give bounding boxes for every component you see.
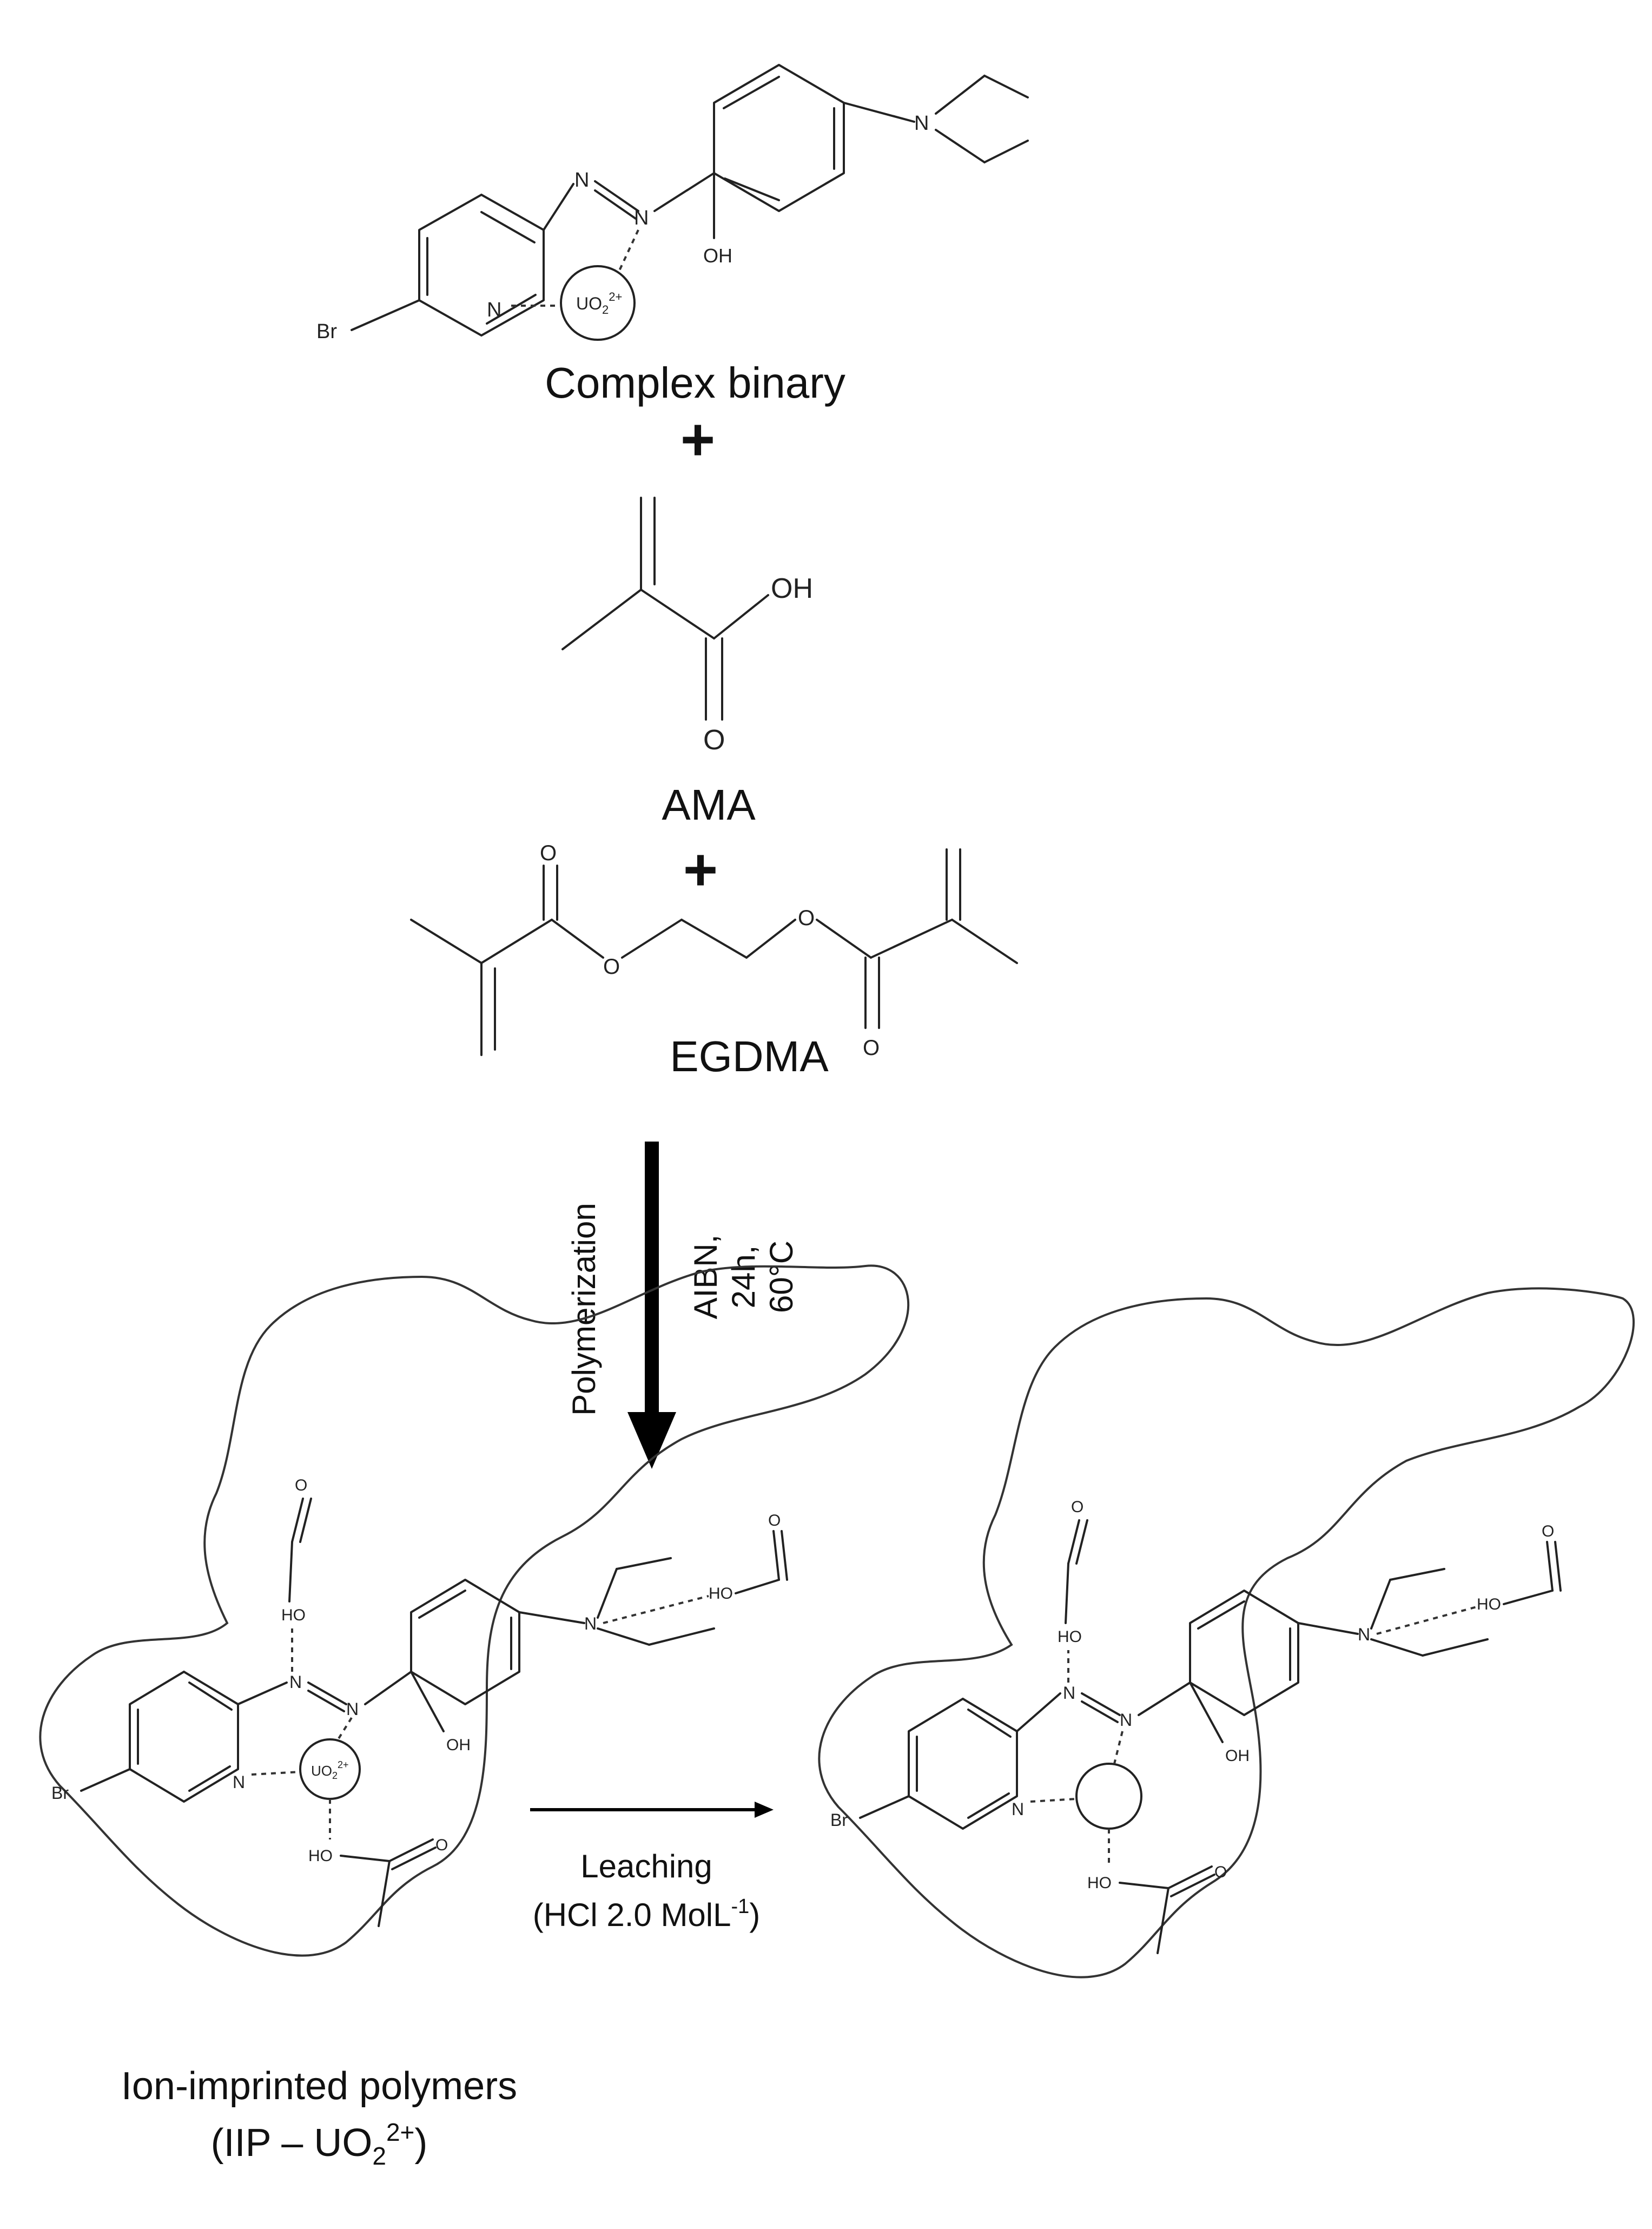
- right-azo-n1-label: N: [1063, 1683, 1075, 1703]
- condition-aibn: AIBN,: [688, 1235, 724, 1320]
- iip-label-line1: Ion-imprinted polymers: [121, 2065, 517, 2108]
- egdma-o1-label: O: [540, 841, 557, 865]
- right-bottom-ho-label: HO: [1087, 1874, 1112, 1892]
- left-top-ho-label: HO: [281, 1606, 306, 1624]
- egdma-o3-label: O: [798, 906, 815, 930]
- egdma-structure: O O O O: [410, 841, 1018, 1060]
- egdma-o2-label: O: [603, 955, 620, 979]
- amine-n-label: N: [914, 112, 929, 135]
- polymer-cavity-outline-right: [818, 1287, 1635, 1979]
- ama-structure: OH O: [561, 497, 813, 756]
- right-amine-o-label: O: [1542, 1522, 1554, 1540]
- left-amine-ho-label: HO: [709, 1585, 733, 1602]
- ama-label: AMA: [662, 781, 756, 829]
- phenol-oh-label: OH: [703, 245, 732, 267]
- right-pyridine-n-label: N: [1012, 1799, 1024, 1819]
- left-amine-n-label: N: [584, 1614, 597, 1633]
- left-pyridine-n-label: N: [233, 1772, 245, 1792]
- leaching-arrow: [530, 1802, 774, 1818]
- left-uranyl-label: UO22+: [311, 1759, 349, 1781]
- egdma-o4-label: O: [863, 1036, 880, 1060]
- ama-o-label: O: [703, 724, 725, 756]
- azo-n1-label: N: [574, 169, 589, 192]
- polymerization-label: Polymerization: [566, 1203, 602, 1416]
- left-br-label: Br: [51, 1783, 69, 1803]
- right-azo-n2-label: N: [1120, 1710, 1132, 1730]
- ama-oh-label: OH: [771, 573, 813, 604]
- left-top-o-label: O: [295, 1476, 307, 1494]
- azo-n2-label: N: [634, 207, 649, 229]
- right-amine-ho-label: HO: [1477, 1595, 1501, 1613]
- leaching-label: Leaching: [580, 1848, 712, 1884]
- right-br-label: Br: [830, 1810, 848, 1830]
- left-phenol-oh-label: OH: [446, 1736, 471, 1754]
- iip-with-uranyl: Br N N N N HO O OH HO O: [39, 1264, 910, 1957]
- condition-time: 24h,: [725, 1245, 762, 1309]
- polymerization-arrow: [627, 1142, 676, 1469]
- polymer-cavity-outline-left: [39, 1264, 910, 1957]
- iip-leached: Br N N N N HO O OH HO O: [818, 1287, 1635, 1979]
- complex-binary-structure: Br N N N N OH UO22+: [316, 64, 1029, 343]
- left-bottom-o-label: O: [435, 1836, 448, 1854]
- uranyl-circle: [560, 265, 636, 341]
- iip-label-line2: (IIP – UO22+): [211, 2118, 428, 2170]
- right-top-ho-label: HO: [1058, 1628, 1082, 1646]
- pyridine-n-label: N: [487, 299, 501, 321]
- egdma-label: EGDMA: [670, 1032, 829, 1080]
- uranyl-label: UO22+: [576, 290, 622, 316]
- right-phenol-oh-label: OH: [1225, 1747, 1250, 1765]
- br-label: Br: [316, 320, 337, 343]
- complex-binary-label: Complex binary: [545, 359, 845, 407]
- left-azo-n1-label: N: [289, 1672, 302, 1692]
- plus-sign-2: +: [683, 836, 718, 903]
- left-amine-o-label: O: [768, 1512, 781, 1529]
- left-bottom-ho-label: HO: [308, 1847, 333, 1865]
- right-amine-n-label: N: [1358, 1625, 1370, 1644]
- plus-sign-1: +: [680, 406, 715, 473]
- condition-temp: 60°C: [763, 1241, 799, 1313]
- leaching-conditions: (HCl 2.0 MolL-1): [533, 1895, 761, 1933]
- right-empty-cavity-circle: [1075, 1763, 1142, 1830]
- right-top-o-label: O: [1071, 1498, 1083, 1516]
- left-azo-n2-label: N: [346, 1699, 359, 1719]
- right-bottom-o-label: O: [1214, 1863, 1227, 1881]
